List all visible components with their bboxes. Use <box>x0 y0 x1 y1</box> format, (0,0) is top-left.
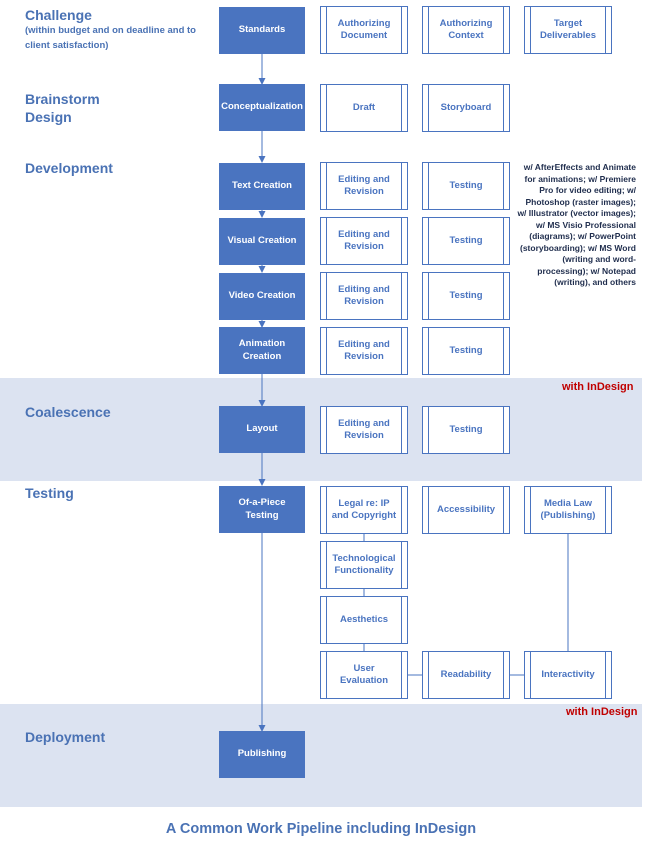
step-of-a-piece-testing: Of-a-Piece Testing <box>219 486 305 533</box>
sub-draft: Draft <box>320 84 408 132</box>
with-indesign-coalescence: with InDesign <box>562 381 634 393</box>
deployment-band <box>0 704 642 807</box>
sub-editing-revision-video: Editing and Revision <box>320 272 408 320</box>
phase-challenge-note: (within budget and on deadline and to cl… <box>25 25 196 51</box>
sub-accessibility: Accessibility <box>422 486 510 534</box>
step-publishing: Publishing <box>219 731 305 778</box>
sub-testing-visual: Testing <box>422 217 510 265</box>
phase-deployment: Deployment <box>25 729 106 745</box>
phase-challenge: Challenge <box>25 7 92 23</box>
sub-editing-revision-text: Editing and Revision <box>320 162 408 210</box>
sub-user-evaluation: User Evaluation <box>320 651 408 699</box>
step-conceptualization: Conceptualization <box>219 84 305 131</box>
phase-development: Development <box>25 160 113 176</box>
diagram-title: A Common Work Pipeline including InDesig… <box>165 821 477 837</box>
with-indesign-deployment: with InDesign <box>566 706 638 718</box>
step-text-creation: Text Creation <box>219 163 305 210</box>
sub-technological-functionality: Technological Functionality <box>320 541 408 589</box>
step-layout: Layout <box>219 406 305 453</box>
sub-editing-revision-layout: Editing and Revision <box>320 406 408 454</box>
sub-testing-video: Testing <box>422 272 510 320</box>
step-visual-creation: Visual Creation <box>219 218 305 265</box>
sub-editing-revision-animation: Editing and Revision <box>320 327 408 375</box>
phase-testing: Testing <box>25 485 74 501</box>
sub-testing-layout: Testing <box>422 406 510 454</box>
sub-storyboard: Storyboard <box>422 84 510 132</box>
sub-authorizing-document: Authorizing Document <box>320 6 408 54</box>
sub-legal-ip-copyright: Legal re: IP and Copyright <box>320 486 408 534</box>
sub-testing-animation: Testing <box>422 327 510 375</box>
sub-editing-revision-visual: Editing and Revision <box>320 217 408 265</box>
step-video-creation: Video Creation <box>219 273 305 320</box>
sub-aesthetics: Aesthetics <box>320 596 408 644</box>
tools-note: w/ AfterEffects and Animate for animatio… <box>517 162 636 287</box>
sub-target-deliverables: Target Deliverables <box>524 6 612 54</box>
step-standards: Standards <box>219 7 305 54</box>
sub-authorizing-context: Authorizing Context <box>422 6 510 54</box>
sub-readability: Readability <box>422 651 510 699</box>
sub-testing-text: Testing <box>422 162 510 210</box>
sub-media-law: Media Law (Publishing) <box>524 486 612 534</box>
phase-brainstorm-design: Brainstorm Design <box>25 91 100 125</box>
sub-interactivity: Interactivity <box>524 651 612 699</box>
phase-coalescence: Coalescence <box>25 404 111 420</box>
step-animation-creation: Animation Creation <box>219 327 305 374</box>
